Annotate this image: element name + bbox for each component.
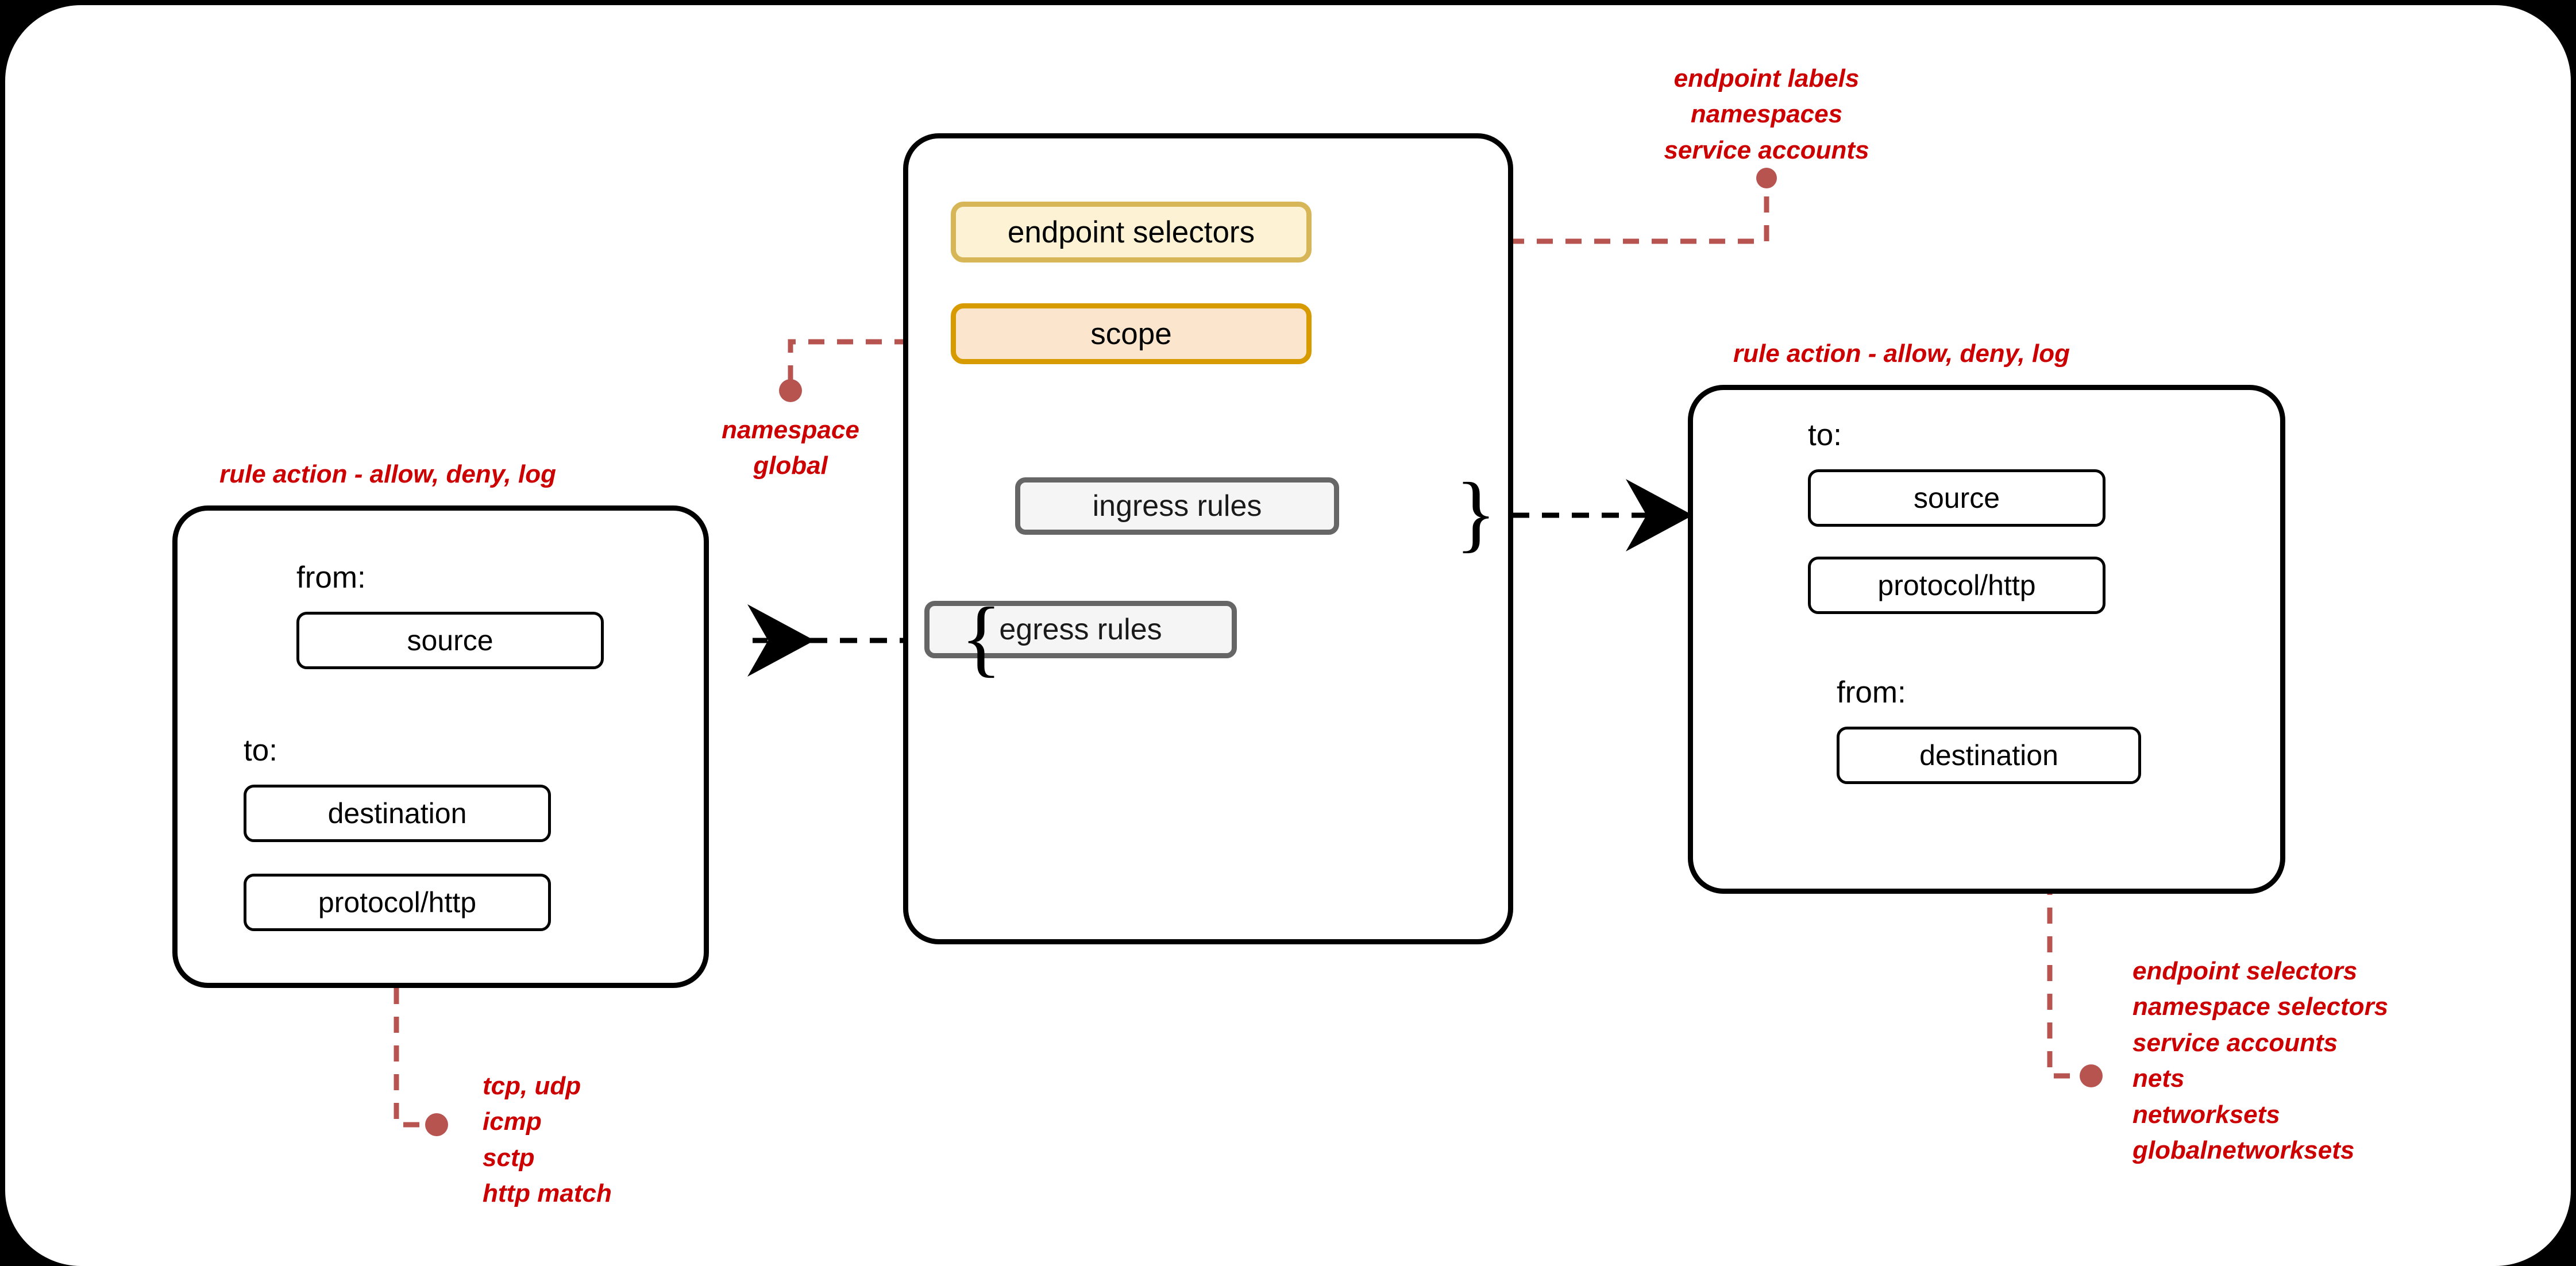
right-source-box[interactable]: source [1808, 469, 2105, 527]
endpoint-selectors-annotation: endpoint labels namespaces service accou… [1594, 61, 1939, 168]
left-to-label: to: [244, 734, 277, 767]
destination-annotation-line-3: service accounts [2132, 1028, 2338, 1057]
endpoint-selectors-box[interactable]: endpoint selectors [951, 202, 1312, 263]
destination-annotation-line-4: nets [2132, 1064, 2185, 1093]
scope-annotation-line-1: namespace [722, 416, 859, 444]
left-destination-box[interactable]: destination [244, 785, 551, 842]
egress-rule-panel: from: source to: destination protocol/ht… [172, 505, 709, 988]
destination-annotation-line-1: endpoint selectors [2132, 957, 2358, 985]
scope-annotation-line-2: global [753, 451, 828, 480]
scope-box[interactable]: scope [951, 303, 1312, 364]
protocol-annotation-line-1: tcp, udp [483, 1072, 581, 1100]
endpoint-selectors-annotation-line-1: endpoint labels [1673, 64, 1860, 92]
left-from-label: from: [296, 561, 366, 595]
right-rule-action-annotation: rule action - allow, deny, log [1733, 339, 2070, 368]
left-protocol-box[interactable]: protocol/http [244, 874, 551, 931]
ingress-brace: } [1455, 465, 1497, 561]
right-protocol-box[interactable]: protocol/http [1808, 557, 2105, 614]
protocol-annotation-line-2: icmp [483, 1107, 542, 1136]
egress-rules-box[interactable]: egress rules [924, 601, 1237, 658]
left-source-box[interactable]: source [296, 612, 604, 669]
endpoint-selectors-annotation-line-2: namespaces [1690, 100, 1843, 129]
scope-annotation: namespace global [618, 412, 963, 484]
right-from-label: from: [1837, 676, 1906, 709]
egress-brace: { [961, 590, 1002, 685]
protocol-annotation: tcp, udp icmp sctp http match [483, 1068, 612, 1212]
destination-annotation-line-2: namespace selectors [2132, 993, 2389, 1021]
right-destination-box[interactable]: destination [1837, 727, 2141, 784]
destination-annotation-line-5: networksets [2132, 1100, 2280, 1129]
ingress-rule-panel: to: source protocol/http from: destinati… [1688, 385, 2285, 894]
endpoint-selectors-annotation-line-3: service accounts [1664, 136, 1869, 164]
protocol-annotation-line-4: http match [483, 1179, 612, 1208]
destination-annotation-line-6: globalnetworksets [2132, 1136, 2355, 1165]
right-to-label: to: [1808, 418, 1842, 452]
left-rule-action-annotation: rule action - allow, deny, log [219, 460, 556, 488]
ingress-rules-box[interactable]: ingress rules [1015, 477, 1339, 535]
destination-annotation: endpoint selectors namespace selectors s… [2132, 954, 2388, 1169]
protocol-annotation-line-3: sctp [483, 1143, 535, 1172]
policy-panel: endpoint selectors scope ingress rules e… [903, 133, 1513, 944]
